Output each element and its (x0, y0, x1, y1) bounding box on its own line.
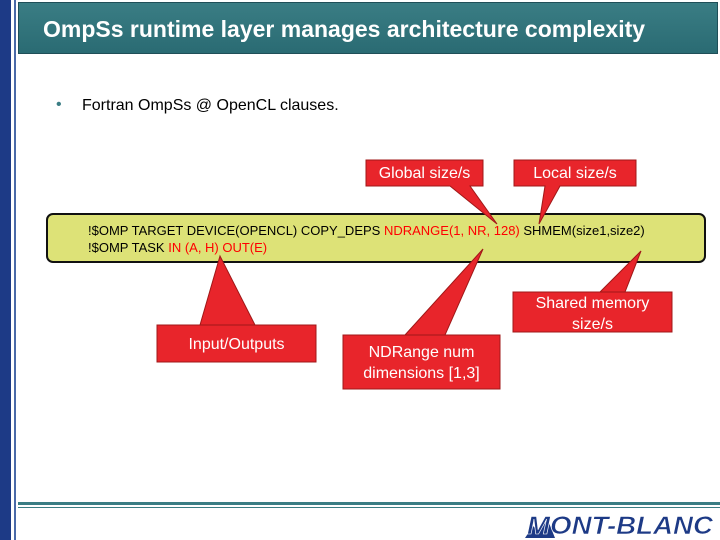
footer-rule-thin (18, 507, 720, 508)
callout-local-label: Local size/s (533, 165, 617, 182)
code-inout-clause: IN (A, H) OUT(E) (168, 240, 268, 255)
callout-shared-line-1: Shared memory (535, 295, 650, 312)
callout-ndrange-line-1: NDRange num (368, 344, 475, 361)
title-bar: OmpSs runtime layer manages architecture… (18, 2, 718, 54)
code-line-2-prefix: !$OMP TASK (88, 240, 169, 255)
callout-local (513, 159, 637, 225)
callout-shared-line-2: size/s (572, 316, 613, 333)
code-line-2: !$OMP TASK IN (A, H) OUT(E) (88, 240, 267, 255)
left-accent-bar (0, 0, 11, 540)
callout-shared (512, 250, 673, 333)
logo-text: MONT-BLANC (527, 512, 714, 538)
footer-rule-thick (18, 502, 720, 505)
code-box (46, 213, 706, 263)
callout-global-label: Global size/s (378, 165, 471, 182)
code-line-1-prefix: !$OMP TARGET DEVICE(OPENCL) COPY_DEPS (88, 223, 384, 238)
mont-blanc-logo: MONT-BLANC (525, 512, 714, 538)
code-line-1: !$OMP TARGET DEVICE(OPENCL) COPY_DEPS ND… (88, 223, 645, 238)
bullet-icon: • (56, 96, 62, 113)
code-shmem-clause: SHMEM(size1,size2) (519, 223, 645, 238)
callout-ndrange-label: NDRange num dimensions [1,3] (343, 342, 500, 384)
callout-ndrange (342, 248, 501, 390)
slide-title: OmpSs runtime layer manages architecture… (43, 16, 646, 42)
left-accent-edge (14, 0, 16, 540)
callout-global (365, 159, 498, 225)
callout-inout (156, 254, 317, 363)
callout-inout-label: Input/Outputs (188, 336, 285, 353)
code-ndrange-clause: NDRANGE(1, NR, 128) (383, 223, 520, 238)
left-accent-gap (11, 0, 14, 540)
callout-ndrange-line-2: dimensions [1,3] (363, 365, 480, 382)
bullet-text: Fortran OmpSs @ OpenCL clauses. (82, 97, 339, 114)
callout-shared-label: Shared memory size/s (513, 293, 672, 335)
